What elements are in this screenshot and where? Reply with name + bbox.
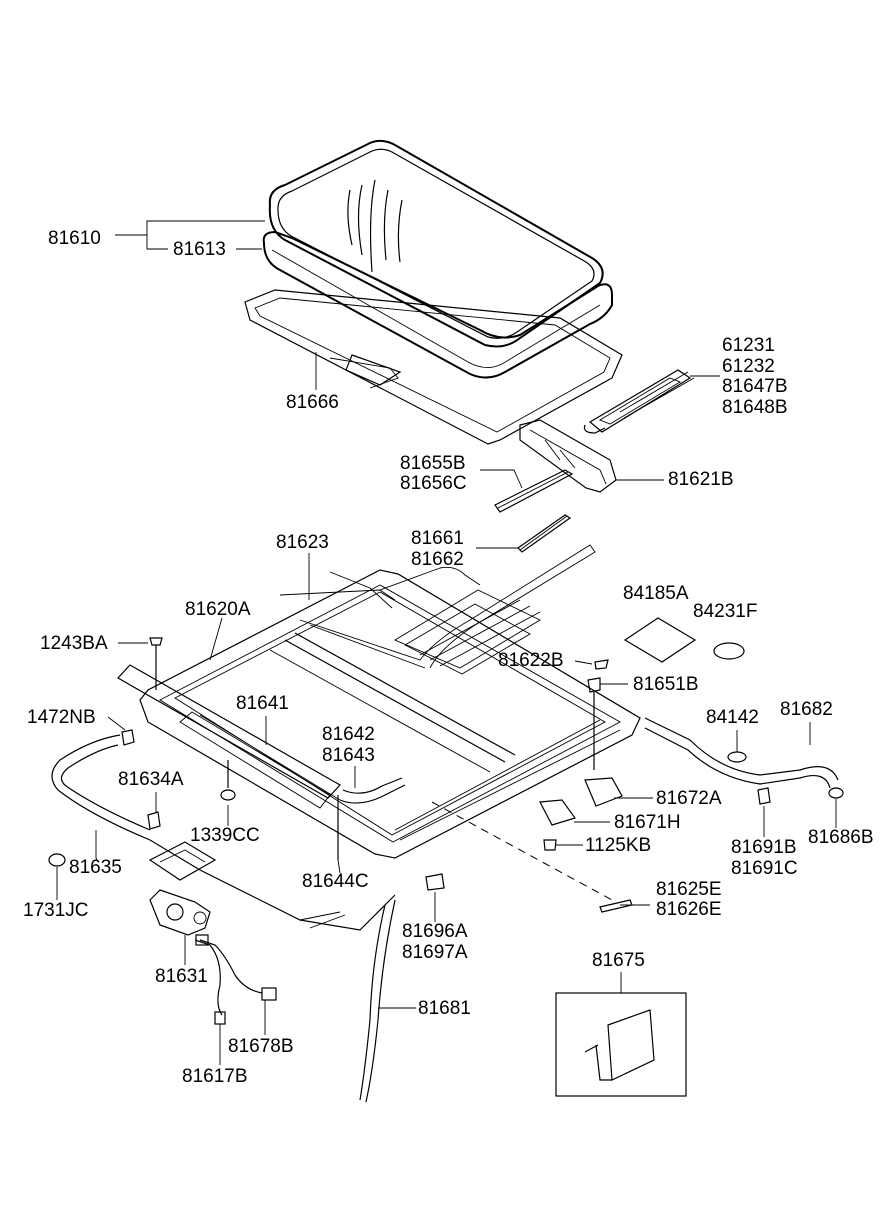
callout-1125KB: 1125KB bbox=[585, 835, 652, 856]
callout-81613: 81613 bbox=[173, 239, 226, 260]
callout-81626E: 81626E bbox=[656, 899, 722, 920]
callout-1472NB: 1472NB bbox=[27, 707, 96, 728]
callout-81623: 81623 bbox=[276, 532, 329, 553]
callout-81634A: 81634A bbox=[118, 769, 184, 790]
drain-hose-left bbox=[51, 734, 396, 931]
callout-81642: 81642 bbox=[322, 724, 375, 745]
leader-lines bbox=[56, 220, 837, 1065]
callout-61232: 61232 bbox=[722, 356, 775, 377]
callout-81648B: 81648B bbox=[722, 397, 788, 418]
callout-81675: 81675 bbox=[592, 950, 645, 971]
callout-81686B: 81686B bbox=[808, 827, 874, 848]
front-drain-cover bbox=[117, 664, 341, 799]
callout-81691B: 81691B bbox=[731, 837, 797, 858]
callout-81696A: 81696A bbox=[402, 921, 468, 942]
callout-81672A: 81672A bbox=[656, 788, 722, 809]
callout-81697A: 81697A bbox=[402, 942, 468, 963]
guide-rail bbox=[519, 419, 617, 493]
callout-84185A: 84185A bbox=[623, 583, 689, 604]
sunroof-main-frame bbox=[139, 544, 641, 859]
drain-hose-right bbox=[644, 717, 839, 789]
callout-81635: 81635 bbox=[69, 857, 122, 878]
callout-81661: 81661 bbox=[411, 528, 464, 549]
sunshade-frame bbox=[244, 289, 623, 445]
motor-wiring bbox=[194, 934, 277, 1025]
callout-81666: 81666 bbox=[286, 392, 339, 413]
callout-1243BA: 1243BA bbox=[40, 633, 108, 654]
callout-84142: 84142 bbox=[706, 707, 759, 728]
callout-81641: 81641 bbox=[236, 693, 289, 714]
manual-crank-box bbox=[555, 992, 687, 1097]
small-fasteners bbox=[48, 617, 844, 913]
motor-assembly bbox=[148, 841, 217, 936]
callout-81647B: 81647B bbox=[722, 376, 788, 397]
drain-hose-front bbox=[339, 777, 406, 804]
wind-deflector-bracket bbox=[583, 369, 695, 434]
callout-81644C: 81644C bbox=[302, 871, 369, 892]
dashed-leader bbox=[431, 801, 613, 901]
drain-hose-rear bbox=[359, 899, 396, 1103]
callout-81656C: 81656C bbox=[400, 473, 467, 494]
callout-61231: 61231 bbox=[722, 335, 775, 356]
drive-cable bbox=[494, 469, 574, 513]
callout-81671H: 81671H bbox=[614, 812, 681, 833]
callout-1339CC: 1339CC bbox=[190, 825, 260, 846]
callout-1731JC: 1731JC bbox=[23, 900, 89, 921]
callout-84231F: 84231F bbox=[693, 601, 758, 622]
callout-81621B: 81621B bbox=[668, 469, 734, 490]
callout-81631: 81631 bbox=[155, 966, 208, 987]
callout-81691C: 81691C bbox=[731, 858, 798, 879]
callout-81662: 81662 bbox=[411, 549, 464, 570]
callout-81610: 81610 bbox=[48, 228, 101, 249]
callout-81655B: 81655B bbox=[400, 453, 466, 474]
callout-81622B: 81622B bbox=[498, 650, 564, 671]
callout-81625E: 81625E bbox=[656, 879, 722, 900]
callout-81643: 81643 bbox=[322, 745, 375, 766]
callout-81682: 81682 bbox=[780, 699, 833, 720]
callout-81617B: 81617B bbox=[182, 1066, 248, 1087]
glass-seal bbox=[262, 230, 613, 379]
callout-81620A: 81620A bbox=[185, 599, 251, 620]
deflector-link bbox=[517, 514, 572, 553]
callout-81681: 81681 bbox=[418, 998, 471, 1019]
callout-81651B: 81651B bbox=[633, 674, 699, 695]
glass-panel bbox=[268, 139, 604, 348]
callout-81678B: 81678B bbox=[228, 1036, 294, 1057]
